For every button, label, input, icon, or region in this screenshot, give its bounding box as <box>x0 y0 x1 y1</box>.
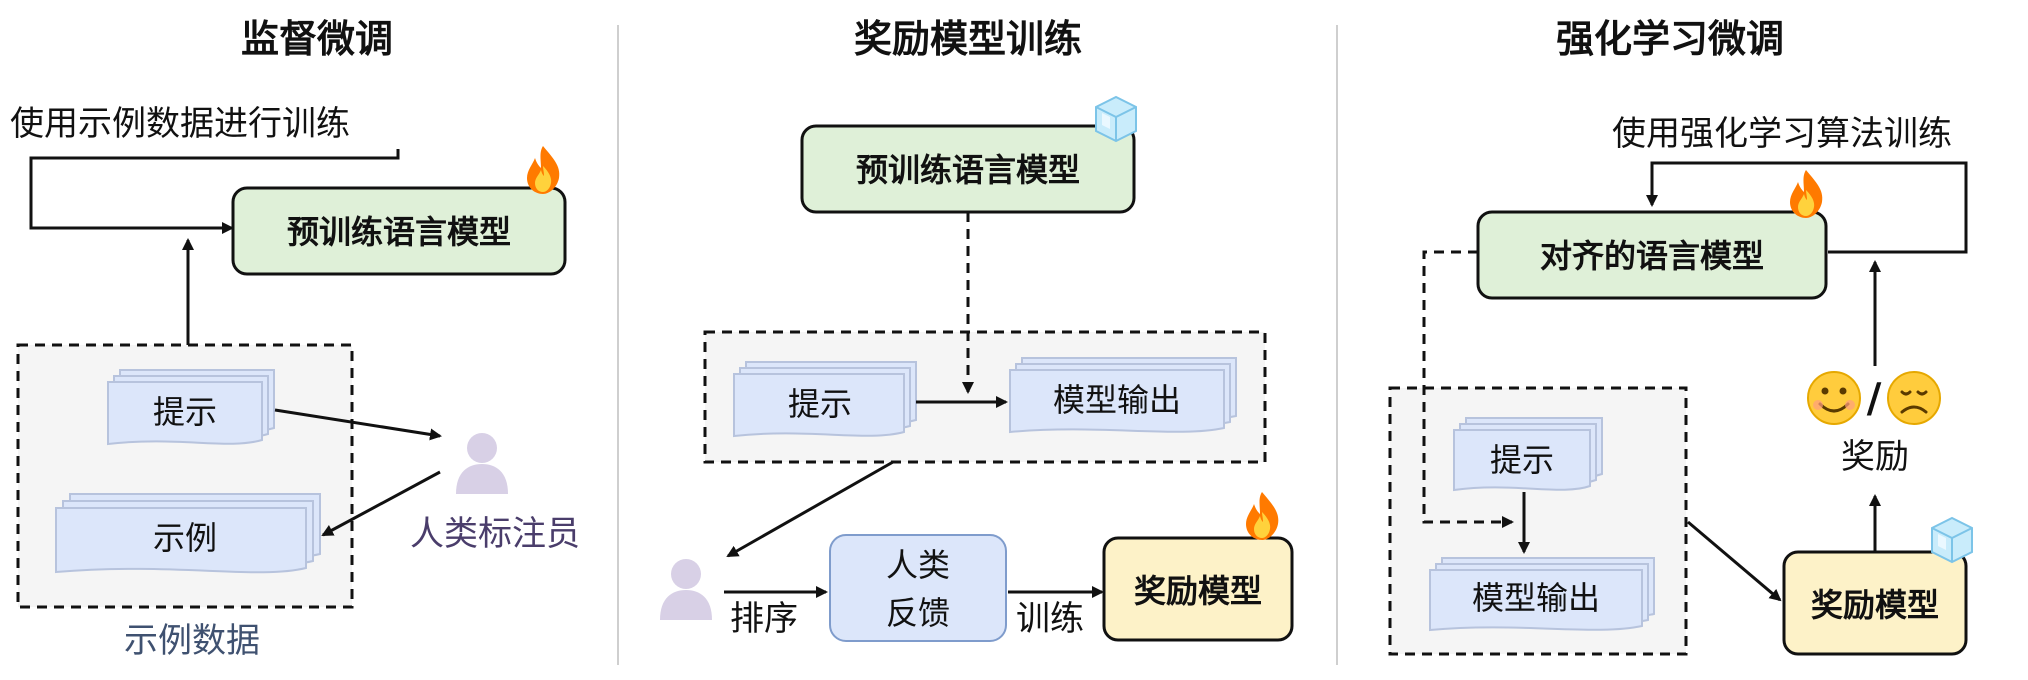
rl-panel: 强化学习微调 使用强化学习算法训练 对齐的语言模型 提示 模型输出 奖励模型 奖… <box>1388 16 1973 656</box>
fire-icon <box>1790 170 1823 218</box>
sft-demo-label: 示例 <box>153 519 217 557</box>
rm-region-to-annotator-arrow <box>726 460 894 558</box>
rl-slash: / <box>1867 375 1882 422</box>
rm-feedback-line2: 反馈 <box>886 594 950 632</box>
rm-reward-model-box <box>1102 536 1294 642</box>
rl-model-to-prompt-arrow <box>1422 250 1514 528</box>
rm-output-doc: 模型输出 <box>1009 357 1237 434</box>
rl-aligned-model-label: 对齐的语言模型 <box>1540 237 1764 275</box>
rl-reward-model-label: 奖励模型 <box>1811 586 1939 624</box>
rl-output-label: 模型输出 <box>1472 579 1600 617</box>
rm-title: 奖励模型训练 <box>854 16 1082 61</box>
sft-annotator-label: 人类标注员 <box>410 514 580 554</box>
sft-panel: 监督微调 使用示例数据进行训练 预训练语言模型 提示 示例 示例数据 人类标注员 <box>10 16 580 661</box>
rl-region-to-rm-arrow <box>1687 520 1782 602</box>
rl-prompt-label: 提示 <box>1490 441 1554 479</box>
rm-output-label: 模型输出 <box>1053 381 1181 419</box>
person-icon <box>660 559 712 620</box>
rm-pretrained-label: 预训练语言模型 <box>856 151 1080 189</box>
rl-output-doc: 模型输出 <box>1429 557 1655 632</box>
rl-aligned-model-box <box>1476 210 1828 300</box>
sft-demo-doc: 示例 <box>55 493 321 574</box>
rm-feedback-line1: 人类 <box>886 546 950 584</box>
sft-prompt-to-annotator-arrow <box>274 408 442 441</box>
rm-panel: 奖励模型训练 预训练语言模型 提示 模型输出 排序 人类 反馈 训练 奖励模型 <box>660 16 1294 642</box>
sft-loop-arrow <box>29 149 400 234</box>
rl-prompt-doc: 提示 <box>1453 417 1603 492</box>
smiling-face-icon <box>1807 371 1861 425</box>
rm-feedback-box <box>829 534 1007 642</box>
disappointed-face-icon <box>1887 371 1941 425</box>
rm-prompt-label: 提示 <box>788 385 852 423</box>
rl-title: 强化学习微调 <box>1556 16 1784 61</box>
sft-model-label: 预训练语言模型 <box>287 213 511 251</box>
rm-train-label: 训练 <box>1016 599 1084 639</box>
sft-prompt-label: 提示 <box>153 393 217 431</box>
sft-data-label: 示例数据 <box>124 621 260 661</box>
ice-cube-icon <box>1095 96 1137 142</box>
fire-icon <box>527 146 560 194</box>
sft-loop-label: 使用示例数据进行训练 <box>10 104 350 144</box>
rl-loop-label: 使用强化学习算法训练 <box>1612 114 1952 154</box>
fire-icon <box>1246 492 1279 540</box>
sft-prompt-doc: 提示 <box>107 369 275 446</box>
rl-reward-label: 奖励 <box>1841 437 1909 477</box>
rm-rank-label: 排序 <box>730 599 798 639</box>
rl-loop-arrow <box>1646 161 1968 254</box>
rm-reward-model-label: 奖励模型 <box>1134 572 1262 610</box>
sft-annotator-to-demo-arrow <box>321 470 441 537</box>
person-icon <box>456 433 508 494</box>
ice-cube-icon <box>1931 517 1973 563</box>
rm-prompt-doc: 提示 <box>733 361 917 438</box>
sft-title: 监督微调 <box>241 16 393 61</box>
sft-model-box <box>231 186 567 276</box>
